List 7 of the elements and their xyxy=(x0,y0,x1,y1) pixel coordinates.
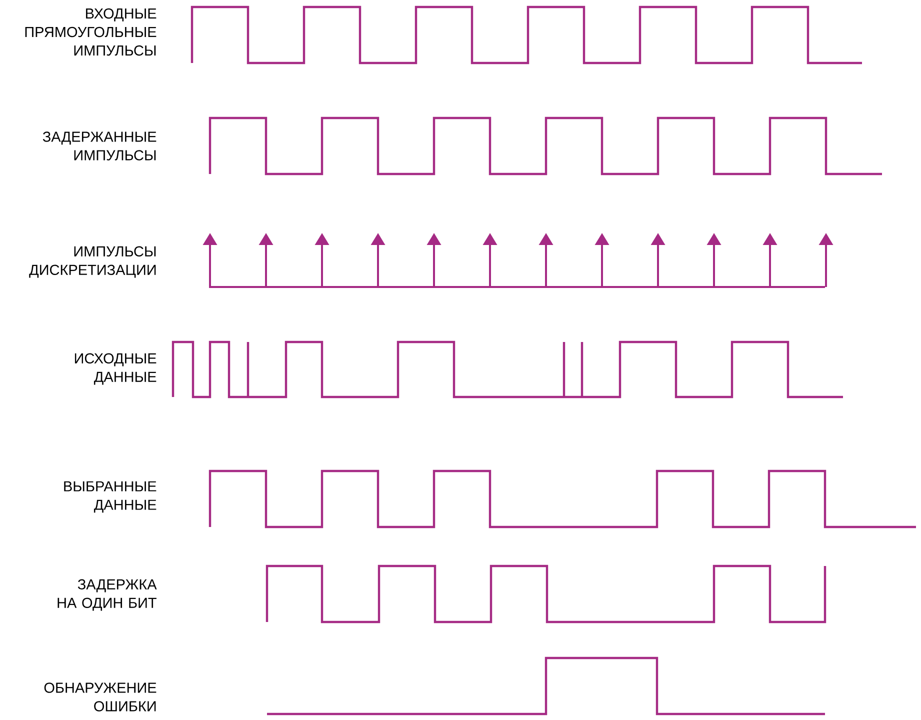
signal-label: ОБНАРУЖЕНИЕ ОШИБКИ xyxy=(44,682,156,712)
signal-label: ВЫБРАННЫЕ ДАННЫЕ xyxy=(64,481,156,513)
signal-label: ИСХОДНЫЕ ДАННЫЕ xyxy=(74,353,156,385)
signal-label: ЗАДЕРЖАННЫЕ ИМПУЛЬСЫ xyxy=(42,132,156,160)
signal-label: ИМПУЛЬСЫ ДИСКРЕТИЗАЦИИ xyxy=(29,246,156,278)
signal-label: ЗАДЕРЖКА НА ОДИН БИТ xyxy=(58,579,157,611)
signal-label: ВХОДНЫЕ ПРЯМОУГОЛЬНЫЕ ИМПУЛЬСЫ xyxy=(25,8,156,56)
